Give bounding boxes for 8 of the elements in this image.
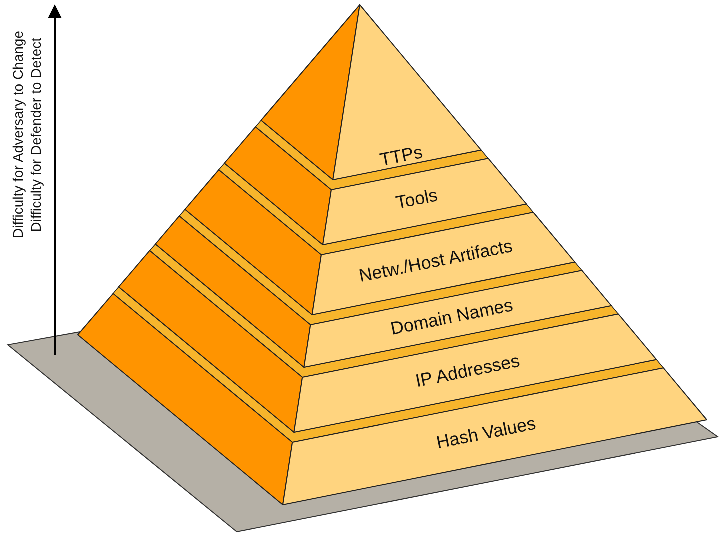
axis-label: Difficulty for Defender to Detect: [28, 38, 44, 232]
tier-label: Tools: [394, 185, 440, 214]
tier-label: Domain Names: [389, 294, 516, 340]
tier-label: IP Addresses: [414, 350, 522, 392]
tier-label: Netw./Host Artifacts: [357, 236, 514, 287]
tier-label: TTPs: [378, 142, 425, 172]
axis-label: Difficulty for Adversary to Change: [10, 31, 26, 239]
tier-label: Hash Values: [434, 414, 538, 454]
